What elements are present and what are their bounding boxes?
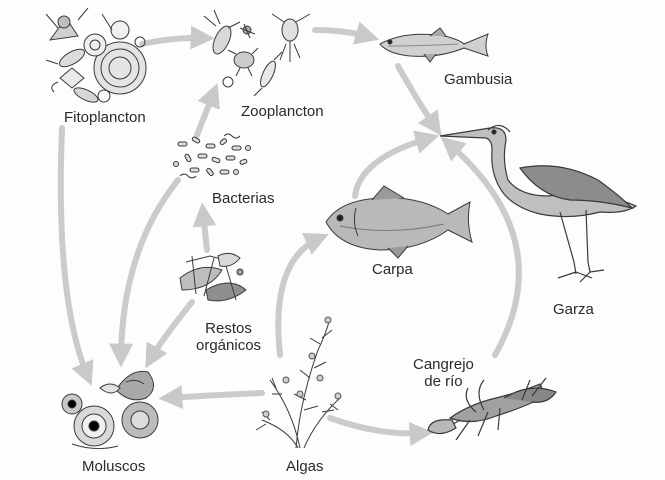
arrow-fitoplancton-moluscos: [57, 125, 94, 386]
zooplancton-illustration: [203, 9, 311, 97]
label-cangrejo-de-rio: Cangrejo de río: [413, 356, 474, 390]
label-restos-line1: Restos: [205, 320, 252, 337]
arrow-algas-cangrejo: [327, 415, 434, 446]
arrow-zooplancton-gambusia: [312, 21, 380, 45]
arrow-restos-moluscos: [145, 299, 195, 369]
cangrejo-illustration: [427, 377, 557, 441]
label-bacterias: Bacterias: [212, 190, 275, 207]
arrow-bacterias-zooplancton: [194, 83, 220, 138]
garza-illustration: [439, 124, 638, 283]
arrow-carpa-garza: [352, 130, 440, 199]
moluscos-illustration: [61, 370, 159, 450]
label-zooplancton: Zooplancton: [241, 103, 324, 120]
arrow-algas-moluscos: [158, 385, 265, 410]
bacterias-illustration: [173, 133, 251, 179]
gambusia-illustration: [379, 27, 489, 63]
label-fitoplancton: Fitoplancton: [64, 109, 146, 126]
label-cangrejo-line1: Cangrejo: [413, 356, 474, 373]
label-algas: Algas: [286, 458, 324, 475]
restos-organicos-illustration: [179, 252, 247, 302]
label-restos-line2: orgánicos: [196, 337, 262, 354]
label-moluscos: Moluscos: [82, 458, 146, 475]
label-garza: Garza: [553, 301, 594, 318]
label-restos-organicos: Restos orgánicos: [196, 320, 261, 354]
arrow-gambusia-garza: [395, 63, 442, 136]
arrow-bacterias-moluscos: [109, 177, 181, 368]
label-gambusia: Gambusia: [444, 71, 513, 88]
carpa-illustration: [325, 185, 473, 259]
label-cangrejo-line2: de río: [424, 373, 463, 390]
algas-illustration: [255, 316, 342, 449]
arrow-algas-carpa: [275, 232, 329, 358]
arrow-restos-bacterias: [192, 202, 217, 253]
arrow-cangrejo-garza: [440, 136, 522, 358]
label-carpa: Carpa: [372, 261, 413, 278]
arrow-fitoplancton-zooplancton: [139, 25, 215, 50]
fitoplancton-illustration: [45, 7, 147, 103]
